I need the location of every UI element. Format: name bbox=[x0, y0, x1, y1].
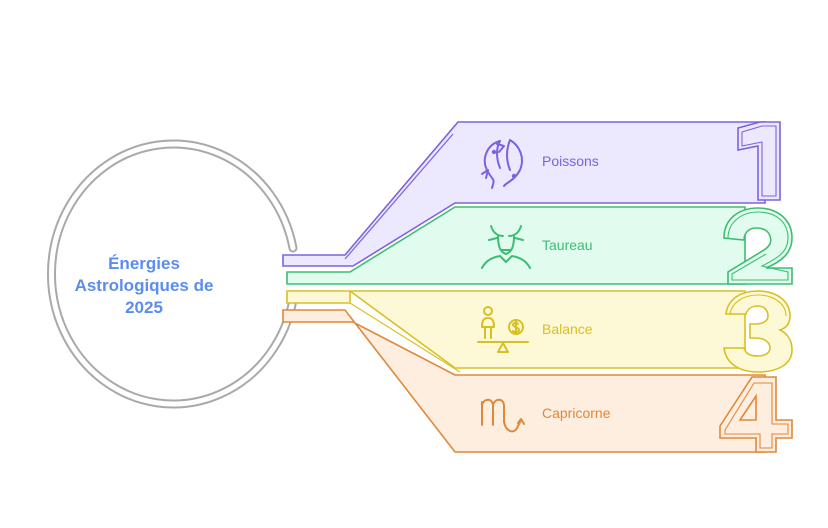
fish-icon bbox=[481, 139, 523, 189]
label-balance: Balance bbox=[542, 321, 593, 337]
number-4 bbox=[719, 376, 793, 453]
band-poissons bbox=[282, 121, 781, 267]
center-title-line-3: 2025 bbox=[125, 298, 163, 317]
hub-ring bbox=[47, 139, 298, 409]
center-title-line-2: Astrologiques de bbox=[74, 276, 214, 295]
label-capricorne: Capricorne bbox=[542, 405, 611, 421]
scale-icon bbox=[477, 306, 529, 353]
number-1 bbox=[737, 121, 781, 201]
label-taureau: Taureau bbox=[542, 237, 593, 253]
band-balance bbox=[286, 290, 793, 373]
center-title: Énergies Astrologiques de 2025 bbox=[74, 253, 214, 319]
center-title-line-1: Énergies bbox=[108, 254, 180, 273]
number-3 bbox=[723, 290, 793, 373]
label-poissons: Poissons bbox=[542, 153, 599, 169]
number-2 bbox=[723, 207, 793, 285]
capricorn-icon bbox=[481, 398, 525, 433]
bull-icon bbox=[481, 225, 531, 269]
band-taureau bbox=[286, 206, 793, 285]
band-capricorne bbox=[282, 309, 793, 453]
